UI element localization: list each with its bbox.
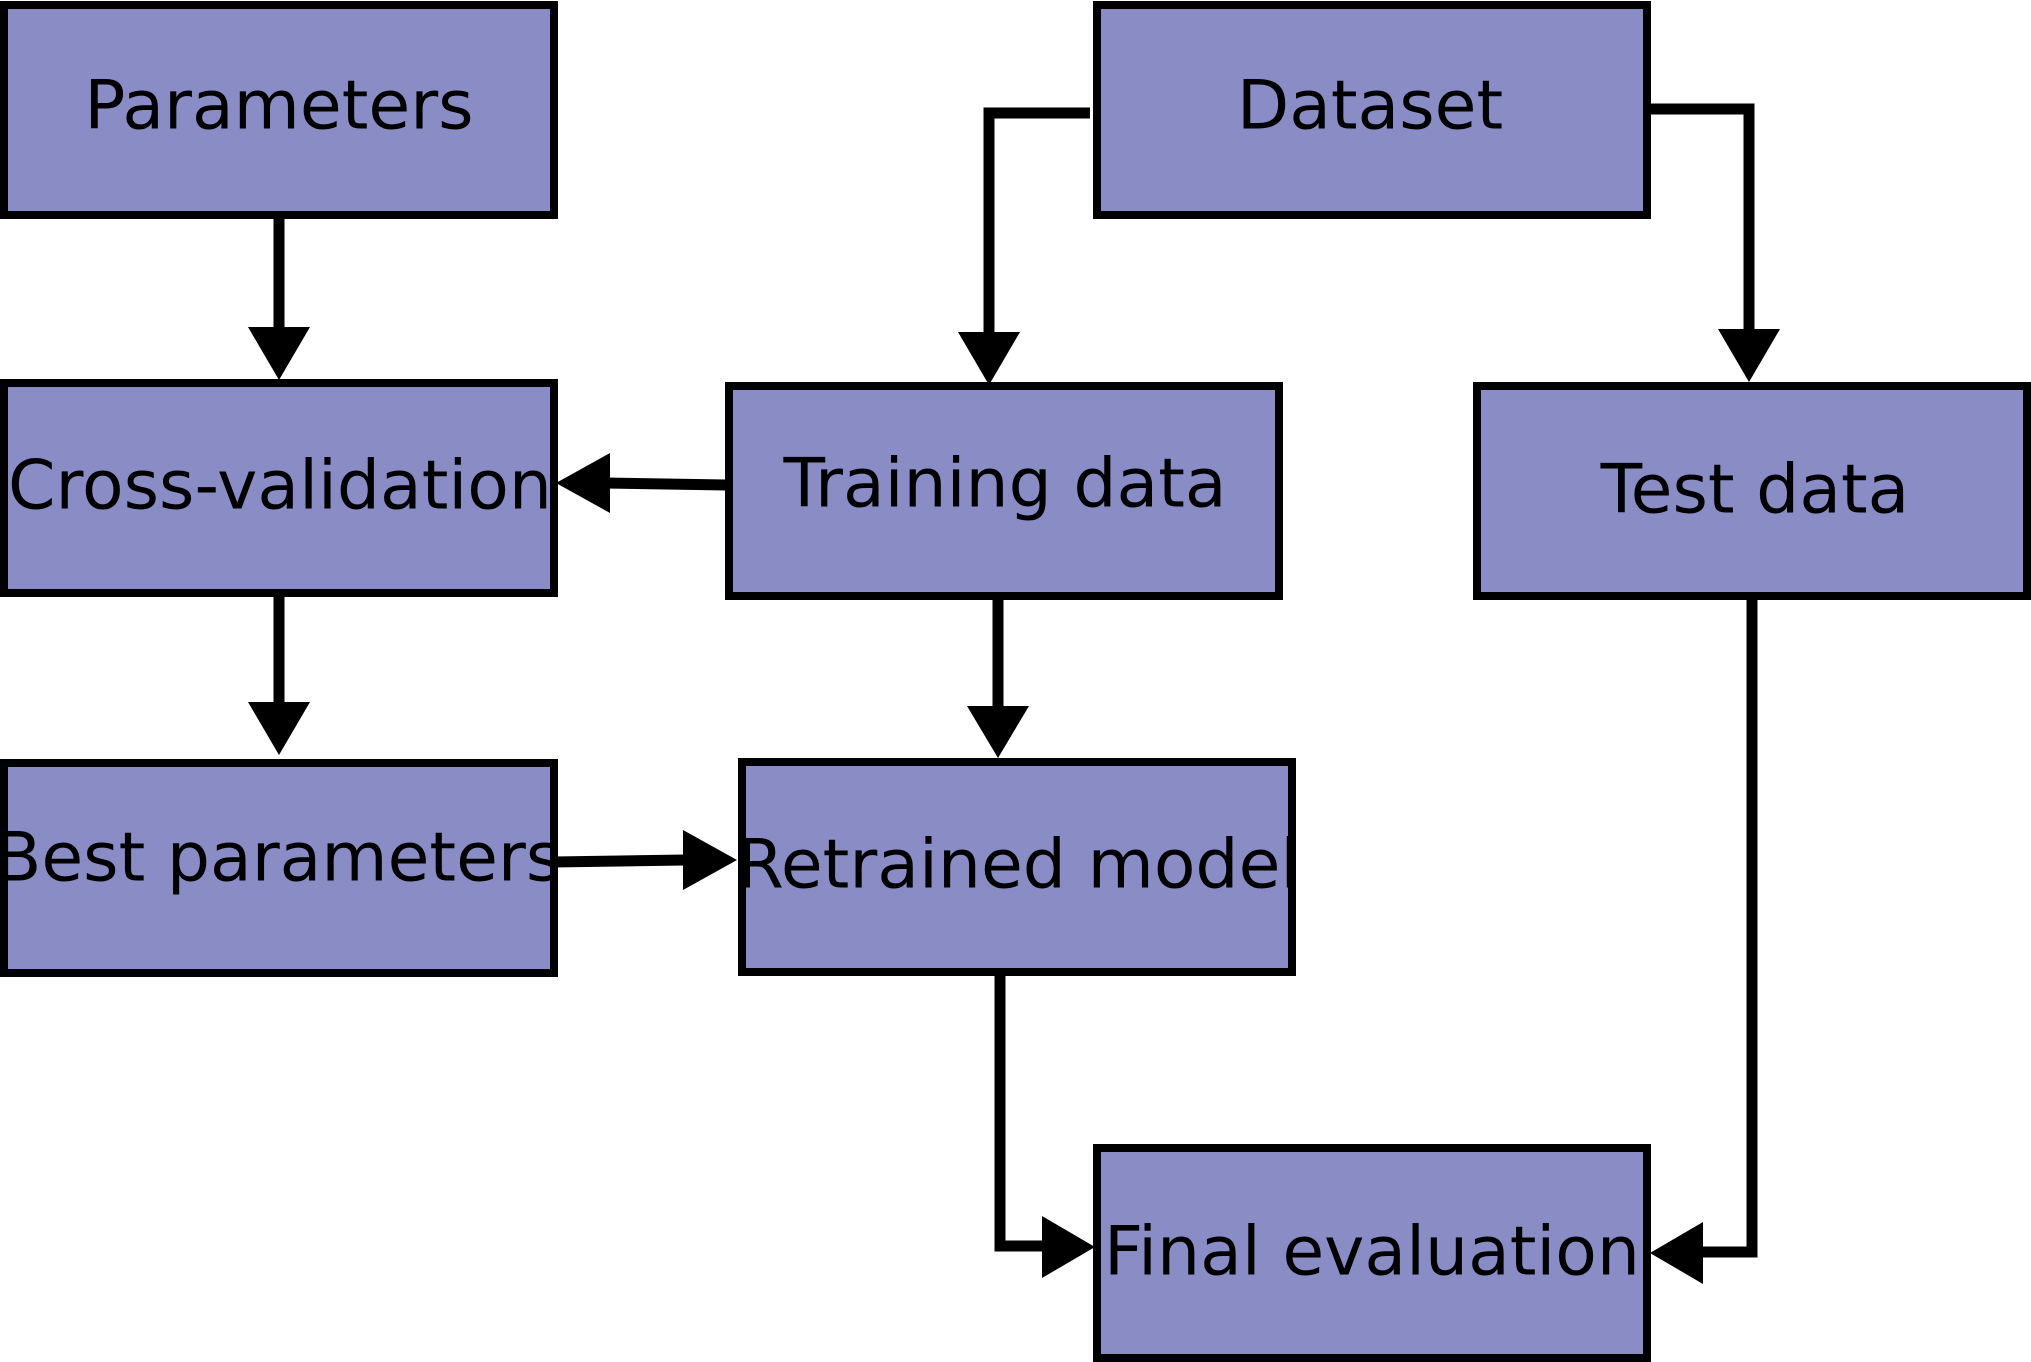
arrowhead-retrained-model-to-final-evaluation (1042, 1216, 1095, 1278)
arrowhead-best-parameters-to-retrained-model (683, 830, 737, 890)
node-parameters: Parameters (0, 1, 558, 219)
arrowhead-dataset-to-training-data (958, 332, 1020, 385)
node-parameters-label: Parameters (84, 67, 473, 146)
node-test-data: Test data (1473, 382, 2031, 600)
arrowhead-dataset-to-test-data (1718, 329, 1780, 382)
node-training-data-label: Training data (782, 445, 1226, 524)
edge-dataset-to-test-data (1647, 103, 1755, 336)
node-best-parameters: Best parameters (0, 759, 561, 977)
node-retrained-model-label: Retrained model (737, 826, 1300, 905)
arrowhead-training-to-cross-validation (556, 453, 610, 513)
node-dataset: Dataset (1093, 1, 1651, 219)
node-dataset-label: Dataset (1237, 67, 1503, 146)
edge-dataset-to-training-data (983, 107, 1090, 336)
arrowhead-test-data-to-final-evaluation (1650, 1222, 1703, 1284)
arrowhead-training-to-retrained-model (967, 706, 1029, 758)
node-cross-validation-label: Cross-validation (8, 447, 552, 526)
node-training-data: Training data (725, 382, 1283, 600)
node-retrained-model: Retrained model (737, 758, 1300, 976)
node-final-evaluation: Final evaluation (1093, 1144, 1651, 1362)
arrowhead-cross-validation-to-best-parameters (248, 702, 310, 755)
arrowhead-parameters-to-cross-validation (248, 327, 310, 380)
node-test-data-label: Test data (1600, 451, 1910, 530)
edge-best-parameters-to-retrained-model (553, 854, 686, 868)
node-final-evaluation-label: Final evaluation (1104, 1213, 1640, 1292)
edge-training-to-cross-validation (604, 477, 727, 491)
node-cross-validation: Cross-validation (0, 379, 558, 597)
edge-retrained-model-to-final-evaluation (994, 972, 1045, 1252)
edge-test-data-to-final-evaluation (1700, 596, 1758, 1258)
node-best-parameters-label: Best parameters (0, 819, 561, 898)
